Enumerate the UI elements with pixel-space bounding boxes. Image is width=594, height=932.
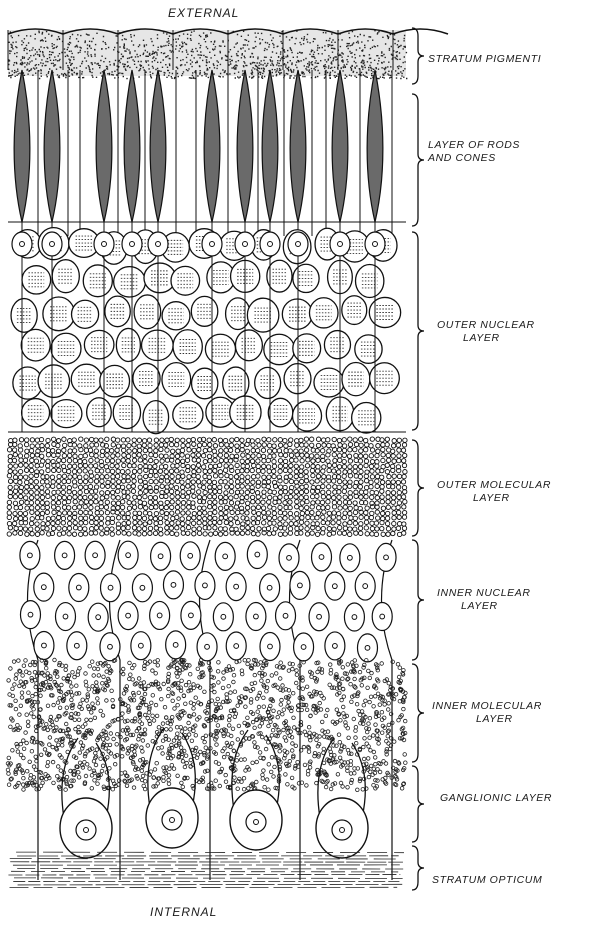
outer-molecular-band <box>7 437 407 537</box>
layer-braces <box>412 28 424 890</box>
label-ganglionic: GANGLIONIC LAYER <box>440 792 552 805</box>
external-label: EXTERNAL <box>168 6 239 20</box>
label-stratum-pigmenti: STRATUM PIGMENTI <box>428 53 541 66</box>
ganglion-cells <box>60 728 368 858</box>
internal-label: INTERNAL <box>150 905 217 919</box>
outer-nuclear-nuclei <box>8 228 406 434</box>
rods-and-cones <box>8 70 406 236</box>
inner-molecular-band <box>6 658 407 791</box>
label-stratum-opticum: STRATUM OPTICUM <box>432 874 542 887</box>
